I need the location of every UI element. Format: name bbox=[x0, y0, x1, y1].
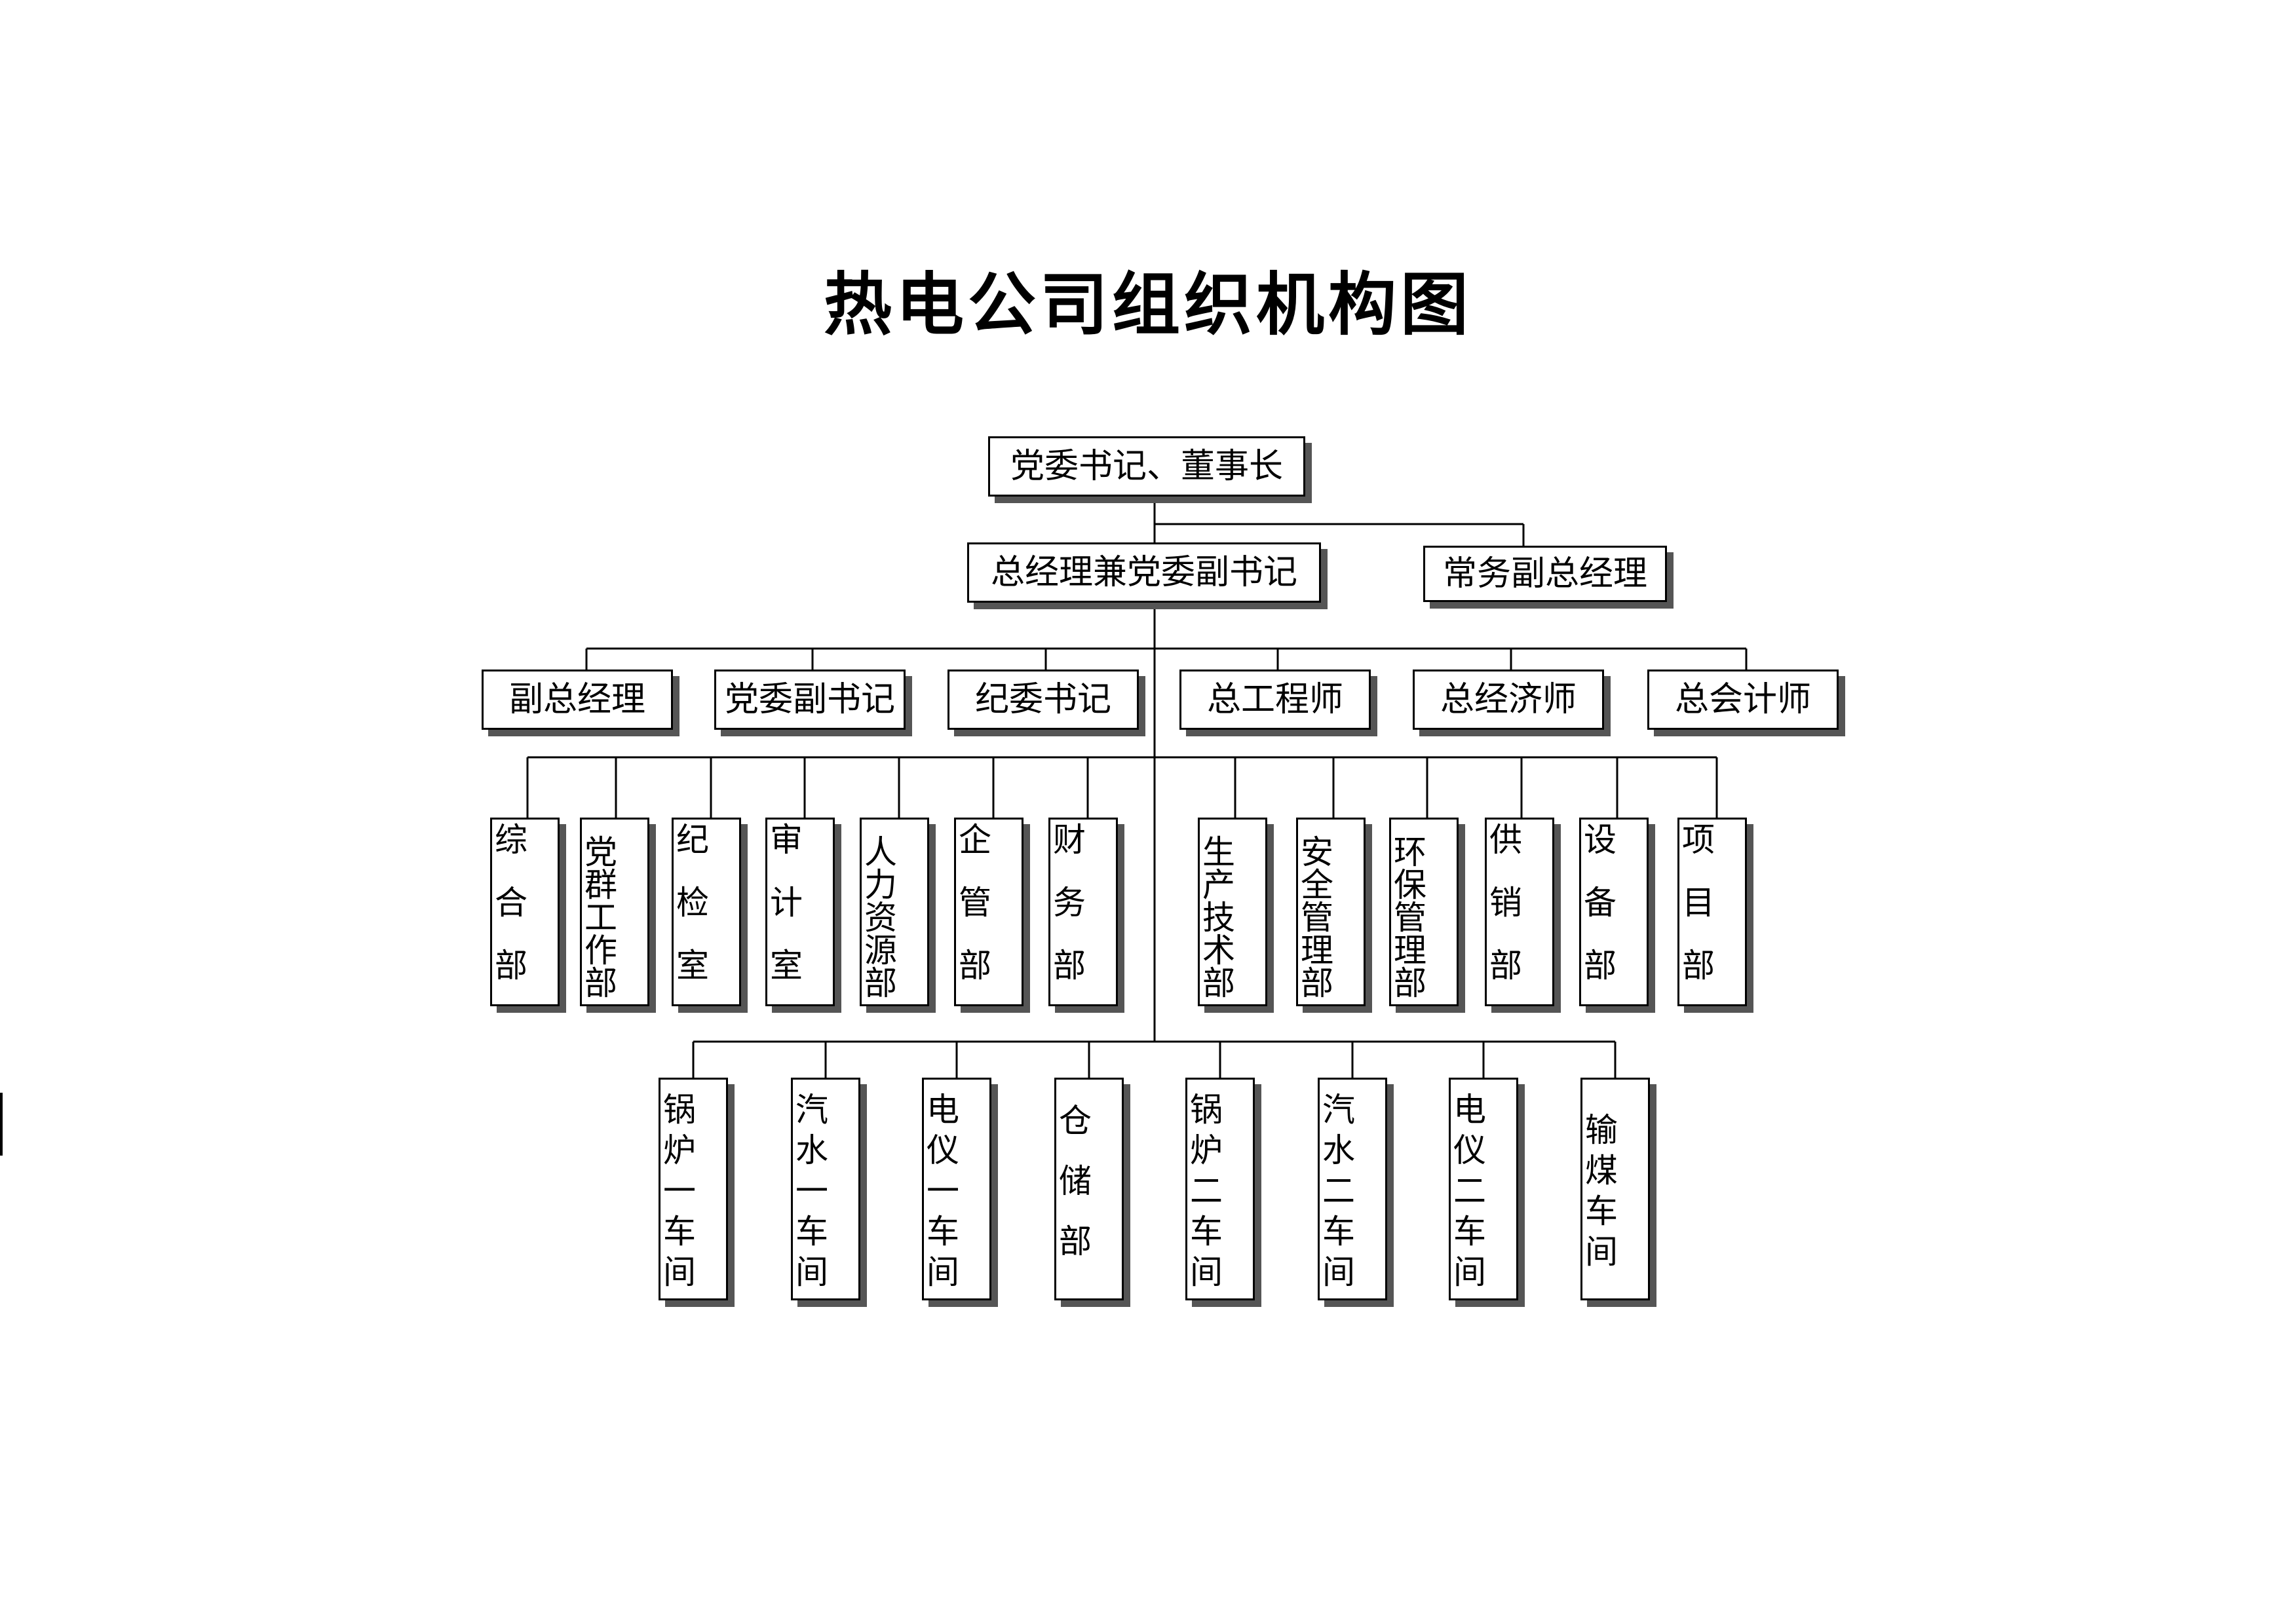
department-label: 人力资源部 bbox=[859, 835, 897, 998]
department-box: 供销部 bbox=[1484, 818, 1554, 1011]
department-box: 人力资源部 bbox=[859, 818, 929, 1006]
department-box: 综合部 bbox=[489, 818, 560, 1011]
department-label: 纪检室 bbox=[671, 822, 709, 1011]
general-manager-box: 总经理兼党委副书记 bbox=[967, 542, 1321, 603]
executive-box: 纪委书记 bbox=[947, 670, 1139, 730]
department-label: 财务部 bbox=[1048, 822, 1086, 1011]
executive-deputy-gm-box: 常务副总经理 bbox=[1423, 546, 1667, 602]
executive-label: 党委副书记 bbox=[724, 680, 895, 719]
workshop-box: 输煤车间 bbox=[1580, 1078, 1650, 1300]
executive-label: 副总经理 bbox=[508, 680, 645, 719]
workshop-label: 锅炉一车间 bbox=[658, 1092, 696, 1295]
workshop-box: 电仪二车间 bbox=[1448, 1078, 1518, 1300]
department-label: 供销部 bbox=[1484, 822, 1522, 1011]
department-label: 环保管理部 bbox=[1388, 835, 1426, 998]
department-box: 项目部 bbox=[1677, 818, 1747, 1011]
workshop-label: 仓储部 bbox=[1054, 1103, 1092, 1284]
department-box: 安全管理部 bbox=[1295, 818, 1366, 1006]
executive-box: 党委副书记 bbox=[714, 670, 906, 730]
workshop-box: 仓储部 bbox=[1054, 1078, 1124, 1300]
workshop-label: 输煤车间 bbox=[1580, 1112, 1618, 1275]
department-label: 审计室 bbox=[765, 822, 803, 1011]
department-label: 党群工作部 bbox=[579, 835, 617, 998]
page-edge-mark bbox=[0, 1093, 3, 1156]
department-box: 生产技术部 bbox=[1197, 818, 1267, 1006]
department-box: 设备部 bbox=[1578, 818, 1649, 1011]
chairman-box: 党委书记、董事长 bbox=[988, 436, 1305, 497]
department-label: 安全管理部 bbox=[1295, 835, 1333, 998]
department-label: 生产技术部 bbox=[1197, 835, 1235, 998]
executive-deputy-gm-label: 常务副总经理 bbox=[1442, 554, 1647, 594]
department-label: 企管部 bbox=[953, 822, 991, 1011]
executive-box: 总经济师 bbox=[1413, 670, 1604, 730]
department-box: 党群工作部 bbox=[579, 818, 649, 1006]
executive-label: 总会计师 bbox=[1674, 680, 1811, 719]
general-manager-label: 总经理兼党委副书记 bbox=[990, 553, 1297, 592]
workshop-label: 电仪一车间 bbox=[921, 1092, 959, 1295]
department-box: 环保管理部 bbox=[1388, 818, 1459, 1006]
chairman-label: 党委书记、董事长 bbox=[1010, 447, 1283, 486]
department-label: 项目部 bbox=[1677, 822, 1715, 1011]
executive-box: 总会计师 bbox=[1647, 670, 1839, 730]
workshop-box: 汽水一车间 bbox=[790, 1078, 860, 1300]
executive-label: 总工程师 bbox=[1206, 680, 1343, 719]
workshop-label: 锅炉二车间 bbox=[1185, 1092, 1223, 1295]
workshop-label: 汽水二车间 bbox=[1317, 1092, 1355, 1295]
workshop-label: 汽水一车间 bbox=[790, 1092, 828, 1295]
department-box: 财务部 bbox=[1048, 818, 1118, 1011]
executive-label: 纪委书记 bbox=[974, 680, 1111, 719]
executive-box: 总工程师 bbox=[1179, 670, 1371, 730]
workshop-box: 电仪一车间 bbox=[921, 1078, 991, 1300]
executive-label: 总经济师 bbox=[1440, 680, 1577, 719]
workshop-box: 汽水二车间 bbox=[1317, 1078, 1387, 1300]
workshop-label: 电仪二车间 bbox=[1448, 1092, 1486, 1295]
department-box: 纪检室 bbox=[671, 818, 741, 1011]
workshop-box: 锅炉二车间 bbox=[1185, 1078, 1255, 1300]
department-box: 企管部 bbox=[953, 818, 1024, 1011]
executive-box: 副总经理 bbox=[482, 670, 673, 730]
department-label: 设备部 bbox=[1578, 822, 1617, 1011]
workshop-box: 锅炉一车间 bbox=[658, 1078, 728, 1300]
chart-title: 热电公司组织机构图 bbox=[823, 264, 1472, 345]
department-label: 综合部 bbox=[489, 822, 527, 1011]
department-box: 审计室 bbox=[765, 818, 835, 1011]
